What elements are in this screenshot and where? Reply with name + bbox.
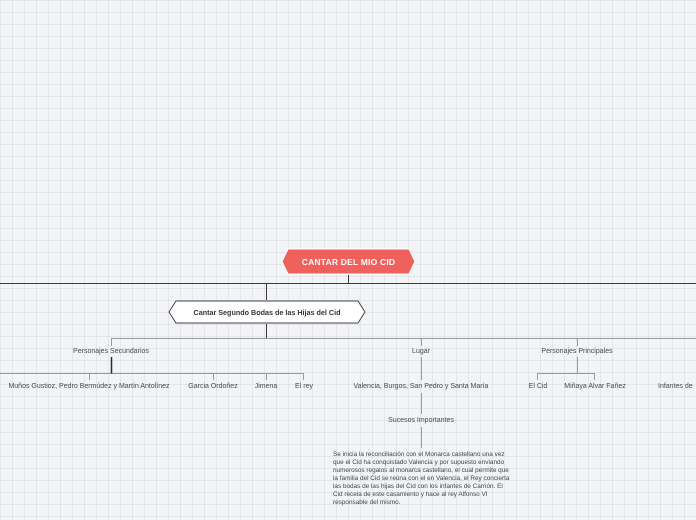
lugar-item[interactable]: Valencia, Burgos, San Pedro y Santa Marí… xyxy=(353,383,489,390)
personajes-principales-topic[interactable]: Personajes Principales xyxy=(541,348,613,355)
root-topic-label: CANTAR DEL MIO CID xyxy=(301,256,396,267)
secundario-item[interactable]: Garcia Ordoñez xyxy=(188,383,238,390)
secundario-item[interactable]: Muños Gustioz, Pedro Bermúdez y Martín A… xyxy=(8,383,170,390)
lugar-topic[interactable]: Lugar xyxy=(412,348,430,355)
secundario-item[interactable]: Jimena xyxy=(254,383,278,390)
principal-item[interactable]: El Cid xyxy=(528,383,548,390)
root-hexagon-shape xyxy=(281,248,416,275)
root-topic-node[interactable]: CANTAR DEL MIO CID xyxy=(276,248,421,275)
sucesos-importantes-topic[interactable]: Sucesos Importantes xyxy=(388,417,454,424)
secundario-item[interactable]: El rey xyxy=(295,383,313,390)
main-branch-label: Cantar Segundo Bodas de las Hijas del Ci… xyxy=(193,307,341,317)
principal-item[interactable]: Miñaya Alvar Fañez xyxy=(564,383,626,390)
branch-hexagon-shape xyxy=(168,300,366,324)
sucesos-description-text: Se inicia la reconciliación con el Monar… xyxy=(333,451,510,506)
infantes-topic-cut[interactable]: Infantes de xyxy=(658,383,693,390)
personajes-secundarios-topic[interactable]: Personajes Secundarios xyxy=(73,348,149,355)
main-branch-node[interactable]: Cantar Segundo Bodas de las Hijas del Ci… xyxy=(168,300,366,324)
